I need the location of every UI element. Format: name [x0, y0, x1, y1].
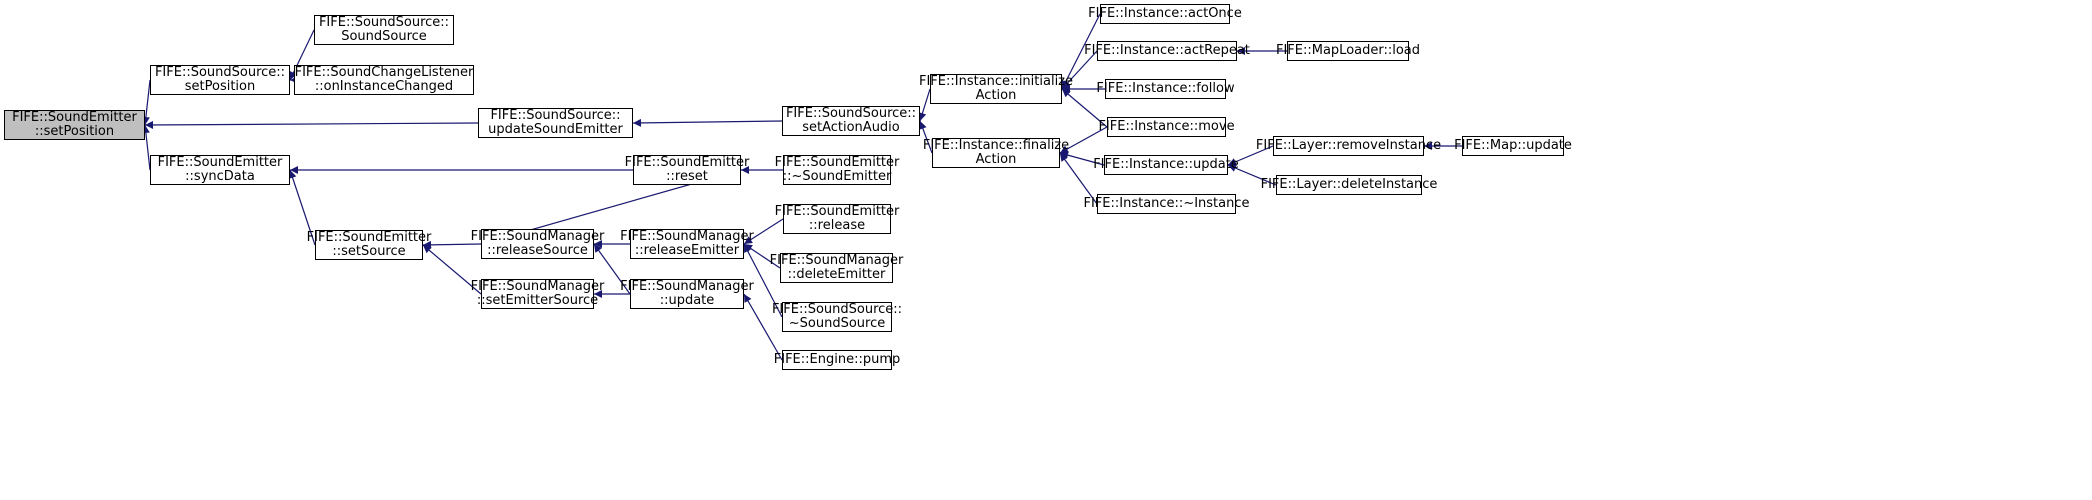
node-label: FIFE::Instance::actOnce [1088, 6, 1242, 21]
node-soundemitter-reset[interactable]: FIFE::SoundEmitter ::reset [625, 155, 749, 185]
node-label: FIFE::SoundManager ::releaseEmitter [620, 229, 754, 258]
node-instance-finalizeaction[interactable]: FIFE::Instance::finalize Action [923, 138, 1069, 168]
call-edge [743, 293, 783, 361]
node-label: FIFE::Instance::initialize Action [919, 74, 1074, 103]
node-instance-update[interactable]: FIFE::Instance::update [1093, 155, 1239, 175]
node-label: FIFE::SoundSource:: setPosition [154, 65, 286, 94]
node-label: FIFE::MapLoader::load [1275, 43, 1421, 58]
node-soundsource-soundsource[interactable]: FIFE::SoundSource:: SoundSource [314, 15, 454, 45]
node-label: FIFE::SoundManager ::releaseSource [470, 229, 605, 258]
node-soundmanager-setemittersource[interactable]: FIFE::SoundManager ::setEmitterSource [471, 279, 604, 309]
node-label: FIFE::Instance::move [1098, 119, 1235, 134]
node-label: FIFE::SoundEmitter ::setPosition [12, 110, 137, 139]
node-soundmanager-releasesource[interactable]: FIFE::SoundManager ::releaseSource [471, 229, 604, 259]
call-edge [1061, 50, 1098, 90]
node-label: FIFE::Engine::pump [773, 352, 901, 367]
node-instance-actrepeat[interactable]: FIFE::Instance::actRepeat [1084, 41, 1250, 61]
node-label: FIFE::SoundManager ::setEmitterSource [470, 279, 605, 308]
node-label: FIFE::SoundManager ::update [620, 279, 754, 308]
call-edge [593, 243, 631, 295]
node-map-update[interactable]: FIFE::Map::update [1454, 136, 1572, 156]
call-edge [743, 243, 781, 269]
call-edge [1227, 145, 1274, 166]
node-label: FIFE::SoundSource:: ~SoundSource [771, 302, 903, 331]
node-label: FIFE::SoundEmitter ::~SoundEmitter [774, 155, 900, 184]
call-edge [422, 240, 482, 249]
node-soundemitter-release[interactable]: FIFE::SoundEmitter ::release [775, 204, 899, 234]
node-label: FIFE::SoundManager ::deleteEmitter [769, 253, 904, 282]
node-label: FIFE::SoundSource:: updateSoundEmitter [488, 108, 623, 137]
call-edge [288, 169, 316, 246]
node-instance-follow[interactable]: FIFE::Instance::follow [1096, 79, 1235, 99]
node-soundemitter-syncdata[interactable]: FIFE::SoundEmitter ::syncData [150, 155, 290, 185]
call-edge [918, 88, 931, 122]
node-label: FIFE::SoundEmitter ::release [774, 204, 900, 233]
node-label: FIFE::SoundSource:: SoundSource [318, 15, 450, 44]
call-edge [919, 120, 933, 154]
node-label: FIFE::Instance::actRepeat [1084, 43, 1250, 58]
node-label: FIFE::SoundEmitter ::setSource [306, 230, 432, 259]
node-soundchangelistener-oninstancechanged[interactable]: FIFE::SoundChangeListener ::onInstanceCh… [294, 65, 474, 95]
call-edge [743, 243, 783, 318]
node-label: FIFE::SoundChangeListener ::onInstanceCh… [294, 65, 474, 94]
call-edge [1061, 88, 1108, 128]
node-soundmanager-update[interactable]: FIFE::SoundManager ::update [620, 279, 754, 309]
call-edge [422, 244, 482, 295]
node-soundmanager-deleteemitter[interactable]: FIFE::SoundManager ::deleteEmitter [770, 253, 903, 283]
node-soundsource-updatesoundemitter[interactable]: FIFE::SoundSource:: updateSoundEmitter [478, 108, 633, 138]
node-maploader-load[interactable]: FIFE::MapLoader::load [1276, 41, 1420, 61]
call-edge [632, 118, 783, 127]
node-instance-move[interactable]: FIFE::Instance::move [1098, 117, 1235, 137]
node-instance-destructor[interactable]: FIFE::Instance::~Instance [1084, 194, 1250, 214]
call-edge [743, 218, 784, 245]
node-soundsource-setactionaudio[interactable]: FIFE::SoundSource:: setActionAudio [782, 106, 920, 136]
node-label: FIFE::Instance::update [1093, 157, 1239, 172]
call-edge [1061, 13, 1101, 90]
node-layer-deleteinstance[interactable]: FIFE::Layer::deleteInstance [1261, 175, 1437, 195]
node-label: FIFE::Instance::~Instance [1083, 196, 1250, 211]
node-label: FIFE::Instance::finalize Action [922, 138, 1070, 167]
node-label: FIFE::Instance::follow [1096, 81, 1235, 96]
node-label: FIFE::Layer::removeInstance [1255, 138, 1442, 153]
node-label: FIFE::Layer::deleteInstance [1260, 177, 1438, 192]
node-label: FIFE::SoundSource:: setActionAudio [785, 106, 917, 135]
node-instance-initializeaction[interactable]: FIFE::Instance::initialize Action [919, 74, 1073, 104]
call-edge [1059, 151, 1105, 166]
call-edge [141, 79, 151, 126]
call-edge [141, 124, 151, 171]
node-soundemitter-setposition: FIFE::SoundEmitter ::setPosition [4, 110, 145, 140]
node-label: FIFE::SoundEmitter ::syncData [157, 155, 283, 184]
node-soundemitter-destructor[interactable]: FIFE::SoundEmitter ::~SoundEmitter [775, 155, 899, 185]
node-layer-removeinstance[interactable]: FIFE::Layer::removeInstance [1256, 136, 1441, 156]
node-soundsource-setposition[interactable]: FIFE::SoundSource:: setPosition [150, 65, 290, 95]
node-engine-pump[interactable]: FIFE::Engine::pump [774, 350, 900, 370]
call-edge [144, 120, 479, 129]
node-instance-actonce[interactable]: FIFE::Instance::actOnce [1088, 4, 1242, 24]
node-soundemitter-setsource[interactable]: FIFE::SoundEmitter ::setSource [307, 230, 431, 260]
call-edge [1059, 126, 1108, 154]
node-label: FIFE::SoundEmitter ::reset [624, 155, 750, 184]
call-edge [1227, 164, 1277, 186]
node-soundsource-destructor[interactable]: FIFE::SoundSource:: ~SoundSource [772, 302, 902, 332]
node-label: FIFE::Map::update [1454, 138, 1572, 153]
call-edge [1059, 152, 1098, 205]
node-soundmanager-releaseemitter[interactable]: FIFE::SoundManager ::releaseEmitter [620, 229, 754, 259]
